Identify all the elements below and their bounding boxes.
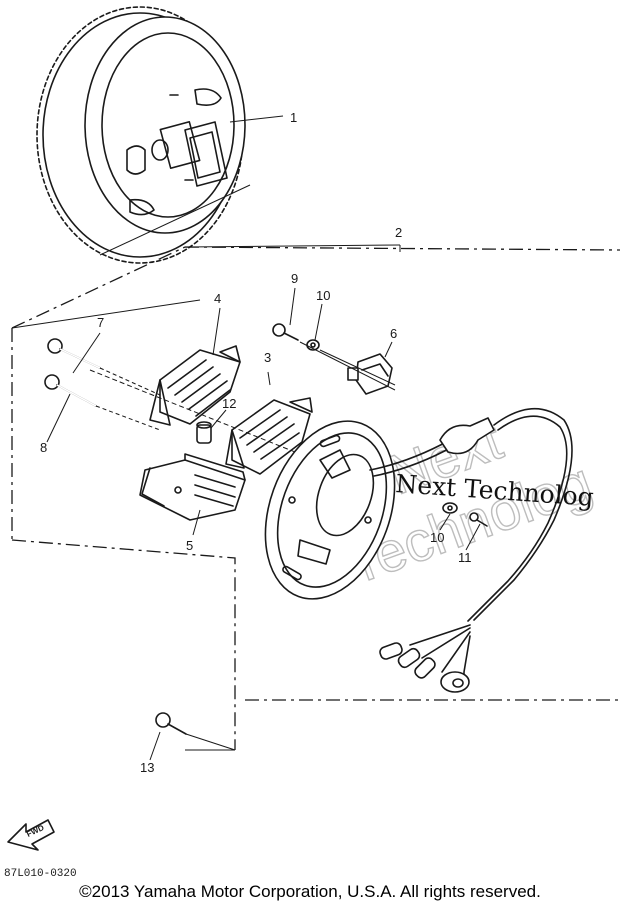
callout-7: 7 xyxy=(97,315,104,330)
callout-5: 5 xyxy=(186,538,193,553)
callout-10-lower: 10 xyxy=(430,530,444,545)
wire-harness xyxy=(369,407,573,693)
bolt-part-8 xyxy=(44,374,97,407)
callout-9: 9 xyxy=(291,271,298,286)
coil-part-4 xyxy=(149,345,241,426)
stator-plate xyxy=(264,420,396,600)
reference-code: 87L010-0320 xyxy=(4,868,77,880)
callout-3: 3 xyxy=(264,350,271,365)
callout-13: 13 xyxy=(140,760,154,775)
spacer-part-12 xyxy=(196,421,212,444)
callout-11: 11 xyxy=(458,550,472,565)
callout-6: 6 xyxy=(390,326,397,341)
callout-4: 4 xyxy=(214,291,221,306)
clamp-part-6 xyxy=(347,353,393,395)
screw-part-11 xyxy=(469,512,488,527)
coil-part-3 xyxy=(225,397,313,475)
bolt-part-7 xyxy=(47,338,101,369)
washer-part-10-lower xyxy=(442,502,458,514)
flywheel-part xyxy=(36,6,246,264)
copyright-notice: ©2013 Yamaha Motor Corporation, U.S.A. A… xyxy=(79,882,541,901)
callout-12: 12 xyxy=(222,396,236,411)
callout-8: 8 xyxy=(40,440,47,455)
callout-1: 1 xyxy=(290,110,297,125)
callout-10: 10 xyxy=(316,288,330,303)
stator-assembly-boundary xyxy=(11,246,620,750)
callout-2: 2 xyxy=(395,225,402,240)
fwd-arrow-icon: FWD xyxy=(7,819,55,851)
screw-part-13 xyxy=(155,712,187,735)
coil-part-5 xyxy=(139,453,246,521)
bolt-part-9 xyxy=(272,323,299,341)
